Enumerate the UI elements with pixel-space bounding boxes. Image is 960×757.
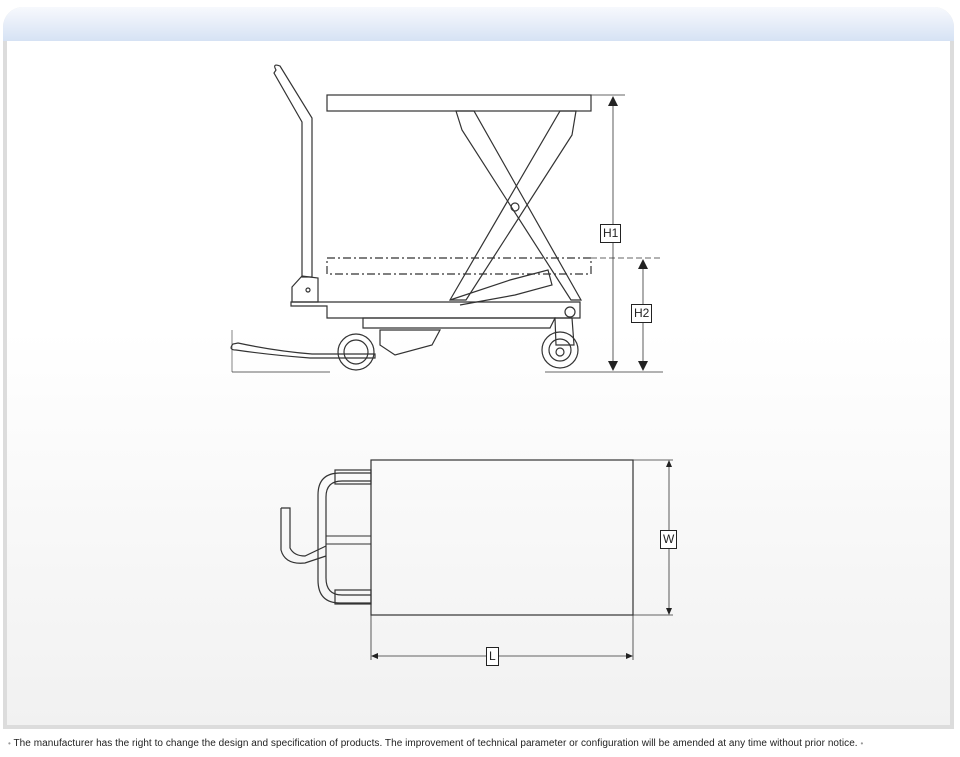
front-wheel — [337, 333, 375, 371]
disclaimer-footer: • The manufacturer has the right to chan… — [8, 738, 863, 749]
dimension-label-l: L — [486, 647, 499, 666]
dimension-label-h2: H2 — [631, 304, 653, 323]
scissor-pivot — [510, 202, 520, 212]
dimension-label-w: W — [660, 530, 678, 549]
header-band — [3, 7, 954, 41]
pedal-top — [280, 507, 327, 564]
rear-fork — [554, 317, 575, 346]
handle-bracket — [291, 275, 319, 303]
platform-lowered — [326, 257, 592, 275]
bullet-icon: • — [8, 739, 11, 748]
foot-pedal — [230, 342, 376, 359]
dimension-label-h1: H1 — [600, 224, 622, 243]
bullet-icon: • — [860, 739, 864, 748]
cylinder — [449, 269, 553, 306]
disclaimer-text: The manufacturer has the right to change… — [13, 738, 858, 749]
rear-wheel — [541, 331, 579, 369]
dimension-arrows-top — [371, 460, 672, 659]
under-frame — [362, 317, 556, 329]
platform-top — [370, 459, 634, 616]
chassis — [290, 301, 581, 319]
scissor-arm-2 — [448, 110, 577, 301]
top-view — [280, 459, 673, 660]
scissor-arm-1 — [455, 110, 583, 301]
handle — [273, 64, 313, 278]
top-handle — [317, 472, 371, 604]
platform-raised — [326, 94, 592, 112]
pump-assembly — [379, 329, 441, 356]
content-frame — [3, 7, 954, 729]
side-view — [230, 64, 663, 373]
